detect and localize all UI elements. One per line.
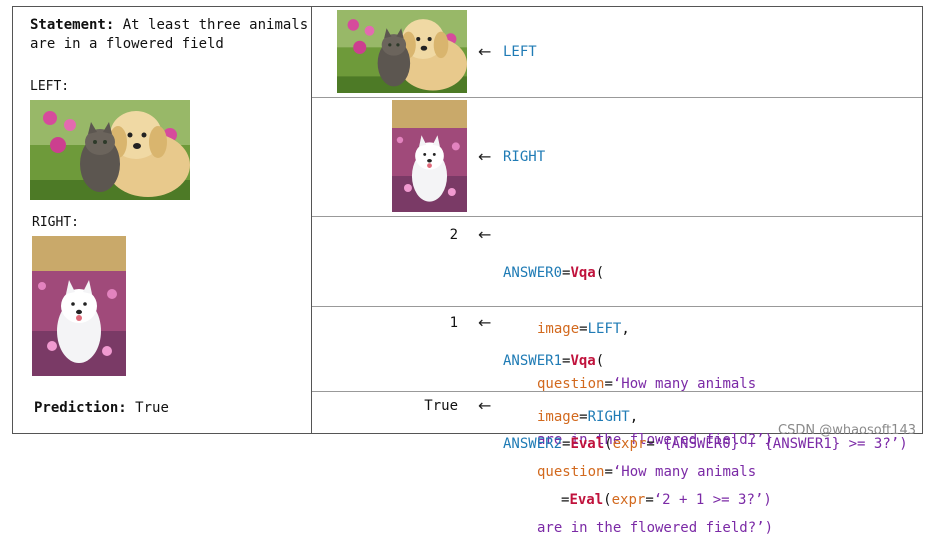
prediction-value: True xyxy=(135,400,169,416)
arg-right: RIGHT xyxy=(587,408,630,425)
figure-frame xyxy=(12,6,923,434)
left-image xyxy=(30,100,190,200)
arrow-left-icon: ← xyxy=(478,147,492,166)
arrow-left-icon: ← xyxy=(478,313,492,332)
prediction: Prediction: True xyxy=(34,400,169,416)
step-left-image xyxy=(337,10,467,93)
statement: Statement: At least three animals are in… xyxy=(30,16,310,54)
row-divider-2 xyxy=(312,216,922,217)
step-4-value: 1 xyxy=(449,315,458,331)
right-image xyxy=(32,236,126,376)
question-line-2: are in the flowered field?’) xyxy=(537,431,774,448)
var-answer2: ANSWER2 xyxy=(503,436,563,452)
arrow-left-icon: ← xyxy=(478,396,492,415)
func-vqa: Vqa xyxy=(570,265,596,281)
statement-text: At least three animals are in a flowered… xyxy=(30,17,309,52)
func-eval: Eval xyxy=(569,491,604,508)
var-answer1: ANSWER1 xyxy=(503,353,563,369)
var-answer0: ANSWER0 xyxy=(503,265,563,281)
arrow-left-icon: ← xyxy=(478,42,492,61)
step-1-ref: LEFT xyxy=(503,44,537,60)
prediction-label: Prediction: xyxy=(34,400,127,416)
step-5-code: ANSWER2=Eval(expr=‘{ANSWER0} + {ANSWER1}… xyxy=(503,436,908,508)
expr-line-2: ‘2 + 1 >= 3?’) xyxy=(653,491,772,508)
right-label: RIGHT: xyxy=(32,215,79,230)
row-divider-4 xyxy=(312,391,922,392)
row-divider-1 xyxy=(312,97,922,98)
step-5-value: True xyxy=(424,398,458,414)
row-divider-3 xyxy=(312,306,922,307)
arg-left: LEFT xyxy=(587,320,622,337)
left-label: LEFT: xyxy=(30,79,70,94)
expr-line-1: ‘{ANSWER0} + {ANSWER1} >= 3?’) xyxy=(654,436,908,452)
step-2-ref: RIGHT xyxy=(503,149,546,165)
statement-label: Statement: xyxy=(30,17,115,33)
func-eval: Eval xyxy=(570,436,605,452)
step-right-image xyxy=(392,100,467,212)
step-3-value: 2 xyxy=(449,227,458,243)
question-line-1: ‘How many animals xyxy=(612,376,757,392)
func-vqa: Vqa xyxy=(570,353,596,369)
arrow-left-icon: ← xyxy=(478,225,492,244)
step-3-code: ANSWER0=Vqa( image=LEFT, question=‘How m… xyxy=(503,265,774,448)
watermark: CSDN @whaosoft143 xyxy=(778,423,916,438)
column-divider xyxy=(311,6,312,434)
